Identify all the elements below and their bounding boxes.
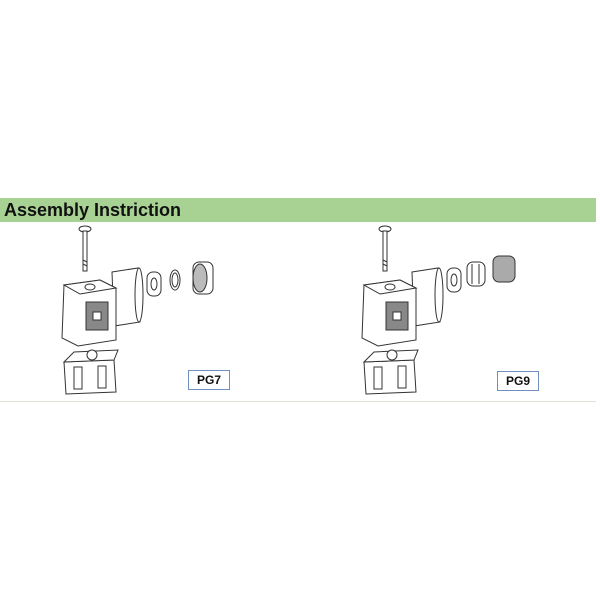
connector-housing-icon xyxy=(361,267,444,347)
cable-gland-icon xyxy=(492,255,516,283)
pg9-assembly-diagram xyxy=(361,225,516,395)
terminal-base-icon xyxy=(362,349,419,395)
clamp-insert-icon xyxy=(466,261,486,287)
pg7-label: PG7 xyxy=(188,370,230,390)
screw-icon xyxy=(78,225,92,272)
section-banner: Assembly Instriction xyxy=(0,198,596,222)
section-title: Assembly Instriction xyxy=(4,200,182,220)
pg9-label: PG9 xyxy=(497,371,539,391)
seal-ring-icon xyxy=(169,269,181,291)
washer-icon xyxy=(446,267,462,293)
cable-gland-icon xyxy=(192,261,214,295)
terminal-base-icon xyxy=(62,349,119,395)
washer-icon xyxy=(146,271,162,297)
connector-housing-icon xyxy=(61,267,144,347)
pg7-assembly-diagram xyxy=(61,225,214,395)
divider xyxy=(0,401,596,402)
screw-icon xyxy=(378,225,392,272)
